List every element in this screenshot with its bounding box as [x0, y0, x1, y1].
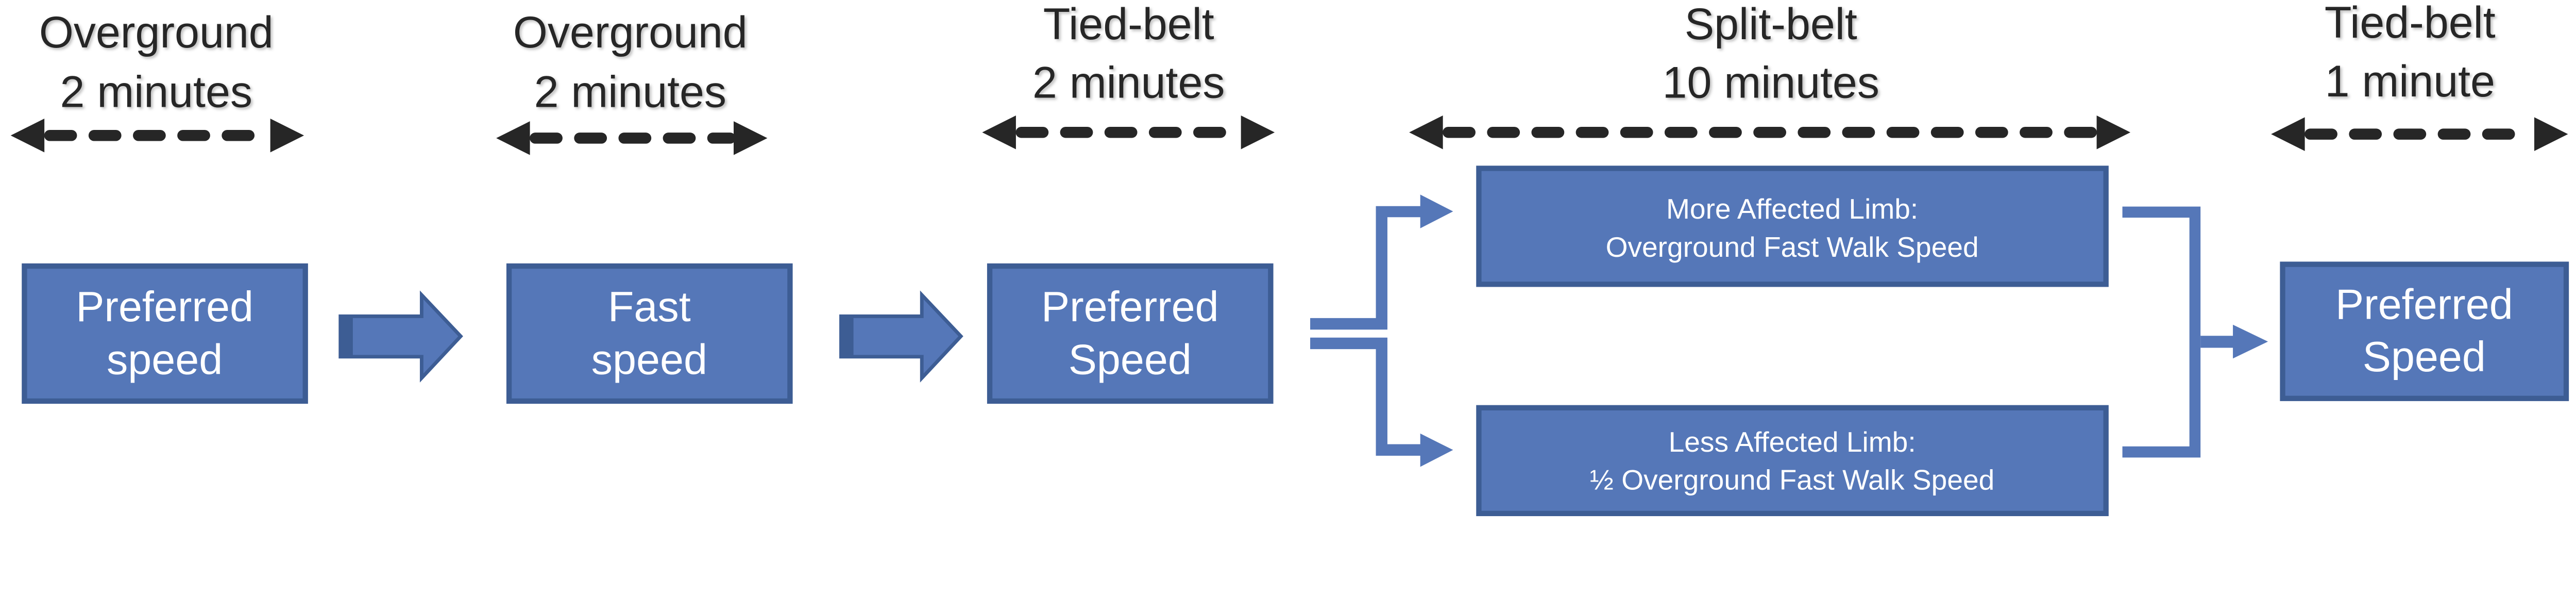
duration-arrow-3 — [982, 115, 1275, 150]
more-affected-line2: Overground Fast Walk Speed — [1606, 231, 1979, 263]
box-more-affected-limb: More Affected Limb: Overground Fast Walk… — [1476, 166, 2109, 287]
phase-4-title: Split-belt — [1685, 0, 1857, 49]
box-3-line2: Speed — [1069, 335, 1192, 383]
phase-1-duration: 2 minutes — [60, 68, 252, 117]
duration-arrow-2 — [496, 121, 768, 155]
less-affected-line2: ½ Overground Fast Walk Speed — [1590, 464, 1994, 496]
phase-3-title: Tied-belt — [1043, 0, 1214, 49]
box-preferred-speed-overground: Preferred speed — [22, 263, 308, 404]
box-fast-speed: Fast speed — [506, 263, 793, 404]
box-less-affected-limb: Less Affected Limb: ½ Overground Fast Wa… — [1476, 405, 2109, 517]
box-preferred-speed-final: Preferred Speed — [2280, 261, 2569, 401]
merge-connector — [2122, 206, 2268, 458]
duration-arrow-5 — [2271, 117, 2568, 151]
box-1-line1: Preferred — [76, 283, 253, 331]
more-affected-line1: More Affected Limb: — [1666, 193, 1918, 225]
phase-5-duration: 1 minute — [2325, 57, 2495, 106]
phase-1-title: Overground — [39, 8, 274, 57]
phase-4-duration: 10 minutes — [1663, 58, 1879, 108]
block-arrow-1 — [338, 290, 463, 383]
protocol-diagram: Overground 2 minutes Overground 2 minute… — [10, 0, 2569, 517]
phase-3-duration: 2 minutes — [1032, 58, 1225, 108]
block-arrow-2 — [839, 290, 963, 383]
box-1-line2: speed — [107, 335, 223, 383]
phase-2-duration: 2 minutes — [534, 68, 726, 117]
box-4-line1: Preferred — [2335, 280, 2513, 328]
phase-2-title: Overground — [513, 8, 748, 57]
split-connector — [1310, 194, 1453, 467]
box-preferred-speed-tied: Preferred Speed — [987, 263, 1274, 404]
box-4-line2: Speed — [2363, 333, 2486, 381]
box-2-line1: Fast — [608, 283, 691, 331]
less-affected-line1: Less Affected Limb: — [1669, 426, 1916, 458]
box-2-line2: speed — [591, 335, 707, 383]
box-3-line1: Preferred — [1041, 283, 1219, 331]
phase-5-title: Tied-belt — [2325, 0, 2496, 47]
duration-arrow-4 — [1409, 115, 2131, 150]
duration-arrow-1 — [10, 119, 304, 153]
